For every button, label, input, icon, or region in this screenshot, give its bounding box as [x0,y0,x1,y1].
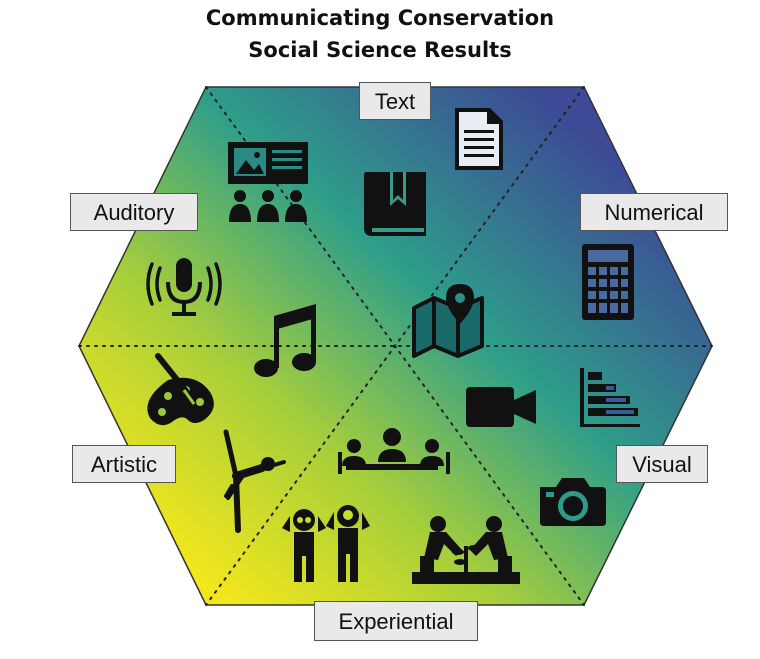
category-numerical-label: Numerical [580,193,728,231]
category-experiential-label: Experiential [314,601,478,641]
music-note-icon [254,304,316,377]
document-icon [455,108,503,170]
calculator-icon [582,244,634,320]
video-camera-icon [466,387,536,427]
meeting-icon [338,428,450,474]
camera-icon [540,478,606,526]
title-line-2: Social Science Results [248,38,512,62]
diagram-title: Communicating Conservation Social Scienc… [0,2,760,66]
podcast-microphone-icon [146,258,222,316]
dancer-icon [223,429,286,533]
presentation-icon [228,142,308,222]
title-line-1: Communicating Conservation [205,6,555,30]
category-artistic-label: Artistic [72,445,176,483]
category-text-label: Text [359,82,431,120]
bar-chart-icon [580,368,640,427]
binoculars-people-icon [282,505,370,582]
category-auditory-label: Auditory [70,193,198,231]
book-icon [364,172,426,236]
paint-palette-icon [147,353,214,426]
map-pin-icon [412,284,484,358]
gardening-icon [412,516,520,584]
category-visual-label: Visual [616,445,708,483]
